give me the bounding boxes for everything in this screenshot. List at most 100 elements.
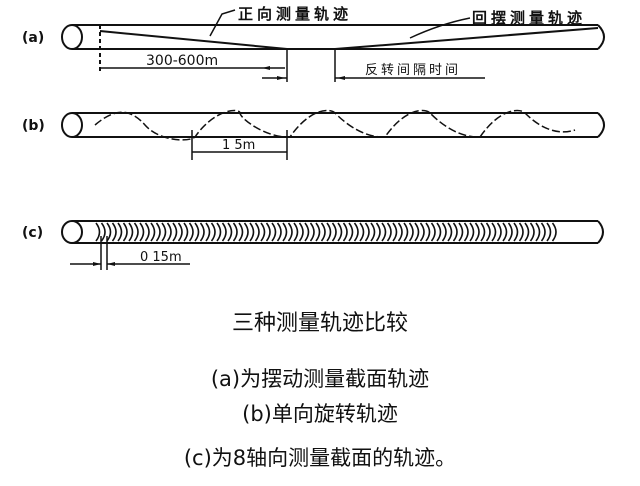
coil-turn bbox=[320, 222, 326, 242]
coil-turn bbox=[331, 222, 337, 242]
coil-turn bbox=[529, 222, 535, 242]
coil-turn bbox=[458, 222, 464, 242]
forward-leader bbox=[209, 9, 236, 37]
coil-turn bbox=[238, 222, 244, 242]
coil-turn bbox=[375, 222, 381, 242]
coil-turn bbox=[304, 222, 310, 242]
coil-turn bbox=[463, 222, 469, 242]
coil-turn bbox=[474, 222, 480, 242]
coil-turn bbox=[502, 222, 508, 242]
dimension-b bbox=[191, 130, 288, 160]
coil-turn bbox=[491, 222, 497, 242]
coil-turn bbox=[111, 222, 117, 242]
coil-turn bbox=[155, 222, 161, 242]
coil-turn bbox=[133, 222, 139, 242]
coil-turn bbox=[414, 222, 420, 242]
coil-turn bbox=[243, 222, 249, 242]
coil-turn bbox=[100, 222, 106, 242]
coil-turn bbox=[232, 222, 238, 242]
coil-turn bbox=[386, 222, 392, 242]
panel-b-label: (b) bbox=[22, 118, 45, 134]
tube-b bbox=[61, 112, 605, 138]
coil-turn bbox=[447, 222, 453, 242]
distance-label: 300-600m bbox=[146, 53, 218, 69]
coil-turn bbox=[265, 222, 271, 242]
coil-turn bbox=[381, 222, 387, 242]
return-trajectory bbox=[334, 27, 599, 50]
coil-turn bbox=[359, 222, 365, 242]
coil-turn bbox=[546, 222, 552, 242]
coil-turn bbox=[216, 222, 222, 242]
return-trajectory-label: 回摆测量轨迹 bbox=[472, 9, 586, 27]
coil-turn bbox=[419, 222, 425, 242]
coil-turn bbox=[260, 222, 266, 242]
coil-turn bbox=[194, 222, 200, 242]
coil-turn bbox=[122, 222, 128, 242]
coil-turn bbox=[480, 222, 486, 242]
coil-turn bbox=[172, 222, 178, 242]
coil-turn bbox=[452, 222, 458, 242]
coil-turn bbox=[271, 222, 277, 242]
coil-turn bbox=[199, 222, 205, 242]
coil-turn bbox=[518, 222, 524, 242]
coil-turn bbox=[188, 222, 194, 242]
coil-turn bbox=[403, 222, 409, 242]
coil-turn bbox=[254, 222, 260, 242]
coil-turn bbox=[293, 222, 299, 242]
caption-c: (c)为8轴向测量截面的轨迹。 bbox=[183, 446, 457, 470]
coil-turn bbox=[397, 222, 403, 242]
coil-turn bbox=[309, 222, 315, 242]
coil-turn bbox=[551, 222, 557, 242]
coil-turn bbox=[205, 222, 211, 242]
pitch-label-b: 1 5m bbox=[222, 138, 255, 153]
coil-turn bbox=[425, 222, 431, 242]
coil-turn bbox=[95, 222, 101, 242]
coil-turn bbox=[161, 222, 167, 242]
forward-trajectory-label: 正向测量轨迹 bbox=[238, 5, 352, 23]
tube-c bbox=[61, 220, 604, 244]
coil-turn bbox=[282, 222, 288, 242]
coil-turn bbox=[408, 222, 414, 242]
coil-turn bbox=[166, 222, 172, 242]
coil-turn bbox=[227, 222, 233, 242]
caption-b: (b)单向旋转轨迹 bbox=[242, 402, 398, 426]
coil-turn bbox=[469, 222, 475, 242]
coil-turn bbox=[513, 222, 519, 242]
coil-turn bbox=[370, 222, 376, 242]
coil-turn bbox=[315, 222, 321, 242]
coil-turn bbox=[337, 222, 343, 242]
coil-turn bbox=[177, 222, 183, 242]
pitch-label-c: 0 15m bbox=[140, 250, 182, 265]
coil-turn bbox=[128, 222, 134, 242]
coil-turn bbox=[353, 222, 359, 242]
coil-turn bbox=[496, 222, 502, 242]
coil-turn bbox=[139, 222, 145, 242]
coil-turn bbox=[524, 222, 530, 242]
tube-a bbox=[61, 24, 605, 72]
forward-trajectory bbox=[99, 30, 288, 50]
panel-a-label: (a) bbox=[22, 30, 44, 46]
coil-turn bbox=[117, 222, 123, 242]
coil-turn bbox=[210, 222, 216, 242]
coil-turn bbox=[106, 222, 112, 242]
return-leader bbox=[409, 17, 471, 39]
coil-turn bbox=[430, 222, 436, 242]
coil-turn bbox=[287, 222, 293, 242]
coil-turn bbox=[342, 222, 348, 242]
coil-turn bbox=[183, 222, 189, 242]
coil-turn bbox=[535, 222, 541, 242]
coil-turn bbox=[298, 222, 304, 242]
coil-turn bbox=[441, 222, 447, 242]
coil-turn bbox=[221, 222, 227, 242]
coil-turn bbox=[364, 222, 370, 242]
coil-turn bbox=[507, 222, 513, 242]
coil-turn bbox=[150, 222, 156, 242]
coil-turn bbox=[348, 222, 354, 242]
coil-turn bbox=[249, 222, 255, 242]
figure-title: 三种测量轨迹比较 bbox=[231, 311, 408, 336]
interval-label: 反转间隔时间 bbox=[365, 63, 461, 78]
coil-turn bbox=[144, 222, 150, 242]
coil-turn bbox=[485, 222, 491, 242]
coil-turn bbox=[540, 222, 546, 242]
